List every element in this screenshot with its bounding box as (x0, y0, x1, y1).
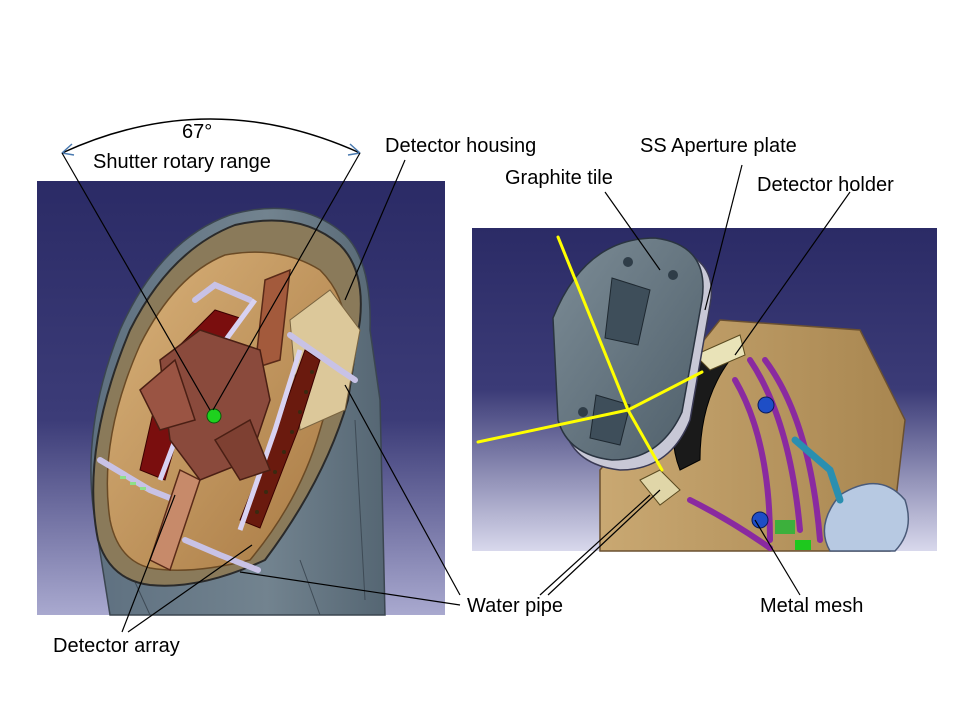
rotation-axis-marker (206, 408, 222, 424)
graphite-tile (552, 237, 704, 461)
cooling-hoses (687, 357, 823, 551)
detector-holder-label: Detector holder (757, 174, 894, 196)
metal-mesh-leader (754, 519, 801, 596)
water-pipe-label: Water pipe (467, 595, 563, 617)
water-pipe-left-top (192, 281, 253, 303)
water-pipe-right-bottom (182, 537, 261, 573)
water-pipe-leader-3 (539, 494, 651, 596)
shutter-range-label: Shutter rotary range (93, 151, 271, 173)
detector-holder-leader (734, 191, 851, 356)
angle-label: 67° (182, 121, 213, 143)
water-pipe-left-bottom (97, 457, 178, 503)
ss-aperture-plate-leader (704, 164, 743, 311)
aperture-window-bottom (589, 394, 631, 446)
graphite-tile-label: Graphite tile (505, 167, 613, 189)
left-view-detector-housing-render (37, 181, 445, 616)
detector-array-label: Detector array (53, 635, 180, 657)
detector-array-leader-2 (127, 544, 253, 633)
shutter-range-leader-right (212, 152, 361, 411)
aperture-window-top (604, 277, 651, 346)
mount-flange (823, 482, 910, 552)
water-pipe-right-arc (237, 349, 303, 531)
detector-housing-leader (344, 159, 406, 301)
shutter-range-leader-left (61, 152, 211, 411)
detector-housing-label: Detector housing (385, 135, 537, 157)
annotation-leaders (61, 118, 851, 633)
water-pipe-leader-2 (344, 384, 461, 596)
angle-arrow-left (61, 143, 75, 156)
water-pipe-leader-4 (547, 489, 661, 596)
angle-arc (61, 118, 361, 154)
graphite-tile-leader (604, 191, 661, 271)
water-pipe-leader-1 (239, 571, 461, 606)
angle-arrow-right (347, 143, 361, 156)
metal-mesh-label: Metal mesh (760, 595, 864, 617)
shutter-arm-top (254, 268, 291, 370)
water-pipe-right-top (287, 332, 358, 383)
ss-aperture-plate-label: SS Aperture plate (640, 135, 797, 157)
shutter-arm-bottom (149, 468, 201, 572)
detector-array-leader-1 (121, 494, 176, 633)
right-view-detector-holder-render (472, 228, 937, 552)
sight-lines (476, 235, 704, 472)
